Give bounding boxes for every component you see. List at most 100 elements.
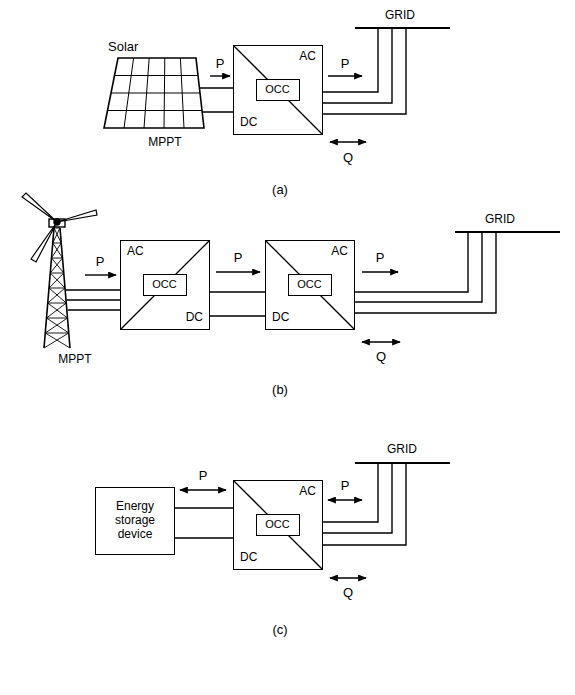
converter-side-label: DC [186, 311, 203, 325]
tower-brace [47, 303, 67, 318]
tower-leg [44, 228, 70, 348]
label-text: P [340, 479, 351, 493]
grid-bus [355, 27, 450, 29]
power-arrow [328, 75, 362, 76]
tower-brace [53, 243, 62, 244]
label-text: MPPT [147, 136, 182, 149]
tower-brace [54, 228, 61, 243]
label-text: GRID [384, 9, 416, 22]
label-text: GRID [386, 443, 418, 456]
occ-controller-box: OCC [288, 274, 332, 296]
panel-cell-line [115, 75, 199, 76]
rotor-hub [54, 219, 60, 225]
subfigure-tag: (a) [271, 183, 289, 197]
tower-brace [49, 288, 66, 303]
power-wire [210, 292, 265, 316]
power-arrow [180, 489, 226, 490]
tower-brace [44, 333, 69, 348]
subfigure-tag: (b) [271, 383, 289, 397]
converter-box: AC DC OCC [233, 480, 323, 570]
converter-diagonal [121, 241, 209, 329]
converter-side-label: AC [299, 50, 316, 64]
tower-brace [50, 273, 65, 288]
power-arrow [85, 274, 116, 275]
grid-wire [322, 463, 406, 545]
converter-diagonal [234, 46, 322, 134]
power-arrow [362, 271, 398, 272]
grid-wire [322, 28, 406, 114]
tower-brace [45, 333, 70, 348]
subfigure-tag: (c) [271, 623, 288, 637]
tower-brace [49, 273, 64, 288]
tower-bracing [44, 228, 70, 348]
label-text: P [95, 255, 106, 269]
controller-label: OCC [297, 278, 321, 291]
tower-brace [47, 318, 68, 319]
reactive-arrow [362, 341, 400, 342]
panel-cell-line [108, 110, 203, 111]
converter-side-label: DC [240, 116, 257, 130]
generator-wire [66, 290, 120, 310]
controller-label: OCC [265, 518, 289, 531]
tower-brace [52, 258, 64, 273]
solar-panel: Solar [100, 38, 206, 133]
tower-brace [53, 243, 63, 258]
converter-diagonal [234, 481, 322, 569]
label-text: MPPT [57, 353, 92, 366]
converter-box: AC DC OCC [265, 240, 355, 330]
converter-side-label: AC [127, 245, 144, 259]
label-text: P [340, 57, 351, 71]
reactive-arrow [330, 577, 366, 578]
solar-panel-outline [104, 58, 204, 128]
tower-brace [47, 318, 69, 333]
tower-brace [45, 333, 69, 334]
label-text: P [233, 251, 244, 265]
storage-box: Energy storage device [95, 487, 175, 555]
converter-box: AC DC OCC [233, 45, 323, 135]
panel-cell-line [111, 93, 200, 94]
panel-lead [199, 88, 206, 112]
converter-box: AC DC OCC [120, 240, 210, 330]
power-wire [206, 88, 233, 112]
grid-bus [455, 231, 560, 233]
label-text: P [375, 251, 386, 265]
tower-brace [53, 228, 60, 243]
converter-diagonal [266, 241, 354, 329]
controller-label: OCC [152, 278, 176, 291]
rotor-blade [22, 193, 97, 262]
box-label: Energy storage device [102, 500, 168, 541]
label-text: Q [375, 350, 387, 364]
occ-controller-box: OCC [143, 274, 187, 296]
converter-side-label: DC [240, 551, 257, 565]
power-arrow [216, 271, 260, 272]
label-text: Q [342, 151, 354, 165]
tower-brace [48, 303, 67, 304]
tower-brace [49, 288, 65, 289]
label-text: P [215, 57, 226, 71]
occ-controller-box: OCC [256, 514, 300, 536]
reactive-arrow [330, 141, 366, 142]
tower-brace [48, 303, 68, 318]
controller-label: OCC [265, 83, 289, 96]
grid-wire [355, 232, 496, 313]
power-arrow [210, 75, 230, 76]
tower-brace [50, 273, 64, 274]
power-arrow [328, 499, 362, 500]
label-text: GRID [484, 213, 516, 226]
tower-brace [52, 258, 63, 259]
converter-side-label: DC [272, 311, 289, 325]
tower-brace [48, 288, 65, 303]
source-label: Solar [108, 40, 138, 55]
converter-side-label: AC [331, 245, 348, 259]
grid-bus [355, 462, 450, 464]
label-text: P [198, 469, 209, 483]
tower-brace [50, 258, 62, 273]
power-wire [175, 508, 233, 538]
tower-brace [45, 318, 67, 333]
solar-panel-cells [108, 58, 203, 128]
occ-controller-box: OCC [256, 79, 300, 101]
converter-side-label: AC [299, 485, 316, 499]
label-text: Q [342, 586, 354, 600]
tower-brace [52, 243, 62, 258]
